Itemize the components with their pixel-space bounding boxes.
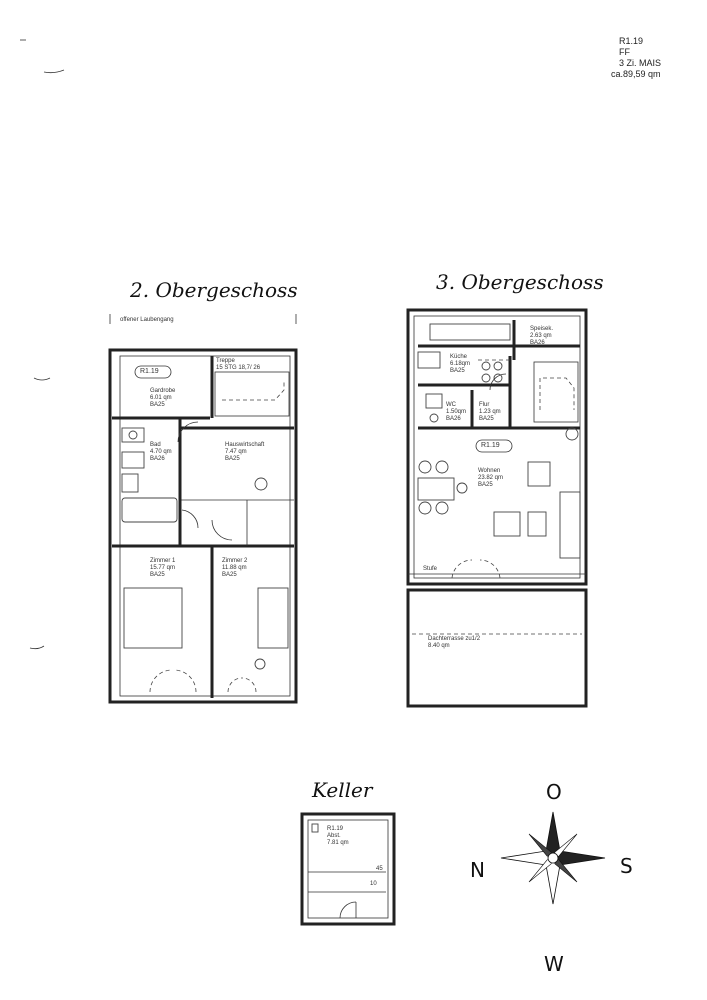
- room-code: BA25: [478, 482, 493, 488]
- room-wohnen: Wohnen 23.82 qm BA25: [478, 468, 503, 489]
- room-speisekammer: Speisek. 2.63 qm BA26: [530, 326, 553, 347]
- room-area: 1.50qm: [446, 409, 467, 415]
- room-area: 6.01 qm: [150, 395, 172, 401]
- keller-room-name: Abst.: [327, 833, 341, 839]
- room-name: Gardrobe: [150, 388, 176, 394]
- floor-code: FF: [618, 47, 630, 57]
- room-area: 7.47 qm: [225, 449, 247, 455]
- room-zimmer-1: Zimmer 1 15.77 qm BA25: [150, 558, 175, 579]
- stair-label-2og: Treppe 15 STG 18,7/ 26: [216, 358, 260, 372]
- room-code: BA26: [150, 456, 165, 462]
- unit-info: R1.19 FF 3 Zi. MAIS ca.89,59 qm: [611, 36, 661, 80]
- compass-rose: [500, 811, 606, 905]
- step-label: Stufe: [423, 566, 438, 572]
- room-name: Zimmer 1: [150, 558, 176, 564]
- room-hauswirtschaft: Hauswirtschaft 7.47 qm BA25: [225, 442, 264, 463]
- room-kueche: Küche 6.18qm BA25: [450, 354, 470, 375]
- room-name: Flur: [479, 402, 490, 408]
- room-name: Bad: [150, 442, 161, 448]
- room-name: Dachterrasse zu1/2: [428, 636, 481, 642]
- total-area: ca.89,59 qm: [610, 69, 661, 79]
- room-code: BA26: [530, 340, 545, 346]
- title-2-obergeschoss: 2. Obergeschoss: [130, 278, 298, 302]
- plan-2og: [108, 314, 298, 704]
- room-gardrobe: Gardrobe 6.01 qm BA25: [150, 388, 175, 409]
- compass-right: S: [620, 854, 633, 878]
- keller-area: 7.81 qm: [327, 840, 349, 846]
- keller-unit: R1.19: [327, 826, 344, 832]
- room-flur: Flur 1.23 qm BA25: [479, 402, 501, 423]
- unit-badge-2og: R1.19: [140, 368, 159, 375]
- room-code: BA25: [225, 456, 240, 462]
- room-name: Speisek.: [530, 326, 554, 332]
- room-area: 1.23 qm: [479, 409, 501, 415]
- room-area: 4.70 qm: [150, 449, 172, 455]
- room-name: Wohnen: [478, 468, 501, 474]
- room-name: WC: [446, 402, 456, 408]
- plan-keller: [300, 812, 396, 926]
- compass-bottom: W: [544, 952, 564, 976]
- keller-dim-45: 45: [376, 866, 383, 872]
- scan-mark: [33, 377, 51, 381]
- room-bad: Bad 4.70 qm BA26: [150, 442, 172, 463]
- room-area: 23.82 qm: [478, 475, 504, 481]
- stair-spec: 15 STG 18,7/ 26: [216, 365, 261, 371]
- room-area: 15.77 qm: [150, 565, 176, 571]
- room-area: 8.40 qm: [428, 643, 450, 649]
- keller-dim-10: 10: [370, 881, 377, 887]
- unit-number: R1.19: [618, 36, 644, 46]
- room-area: 11.88 qm: [222, 565, 247, 571]
- room-dachterrasse: Dachterrasse zu1/2 8.40 qm: [428, 636, 480, 650]
- scan-mark: [43, 69, 65, 74]
- compass-top: O: [546, 780, 562, 804]
- room-wc: WC 1.50qm BA26: [446, 402, 466, 423]
- room-code: BA26: [446, 416, 461, 422]
- room-area: 2.63 qm: [530, 333, 552, 339]
- room-name: Zimmer 2: [222, 558, 248, 564]
- room-code: BA25: [150, 572, 165, 578]
- title-3-obergeschoss: 3. Obergeschoss: [436, 270, 604, 294]
- room-area: 6.18qm: [450, 361, 471, 367]
- keller-room: R1.19 Abst. 7.81 qm: [327, 826, 349, 847]
- room-name: Hauswirtschaft: [225, 442, 265, 448]
- stair-title: Treppe: [216, 358, 235, 364]
- unit-badge-3og: R1.19: [481, 442, 500, 449]
- room-name: Küche: [450, 354, 468, 360]
- compass-north: N: [470, 858, 485, 882]
- room-code: BA25: [222, 572, 237, 578]
- scan-mark: [29, 645, 45, 650]
- title-keller: Keller: [312, 778, 373, 802]
- rooms-count: 3 Zi. MAIS: [618, 58, 661, 68]
- room-zimmer-2: Zimmer 2 11.88 qm BA25: [222, 558, 247, 579]
- room-code: BA25: [150, 402, 165, 408]
- corridor-label: offener Laubengang: [120, 317, 174, 323]
- room-code: BA25: [479, 416, 494, 422]
- room-code: BA25: [450, 368, 465, 374]
- plan-3og: [406, 308, 588, 708]
